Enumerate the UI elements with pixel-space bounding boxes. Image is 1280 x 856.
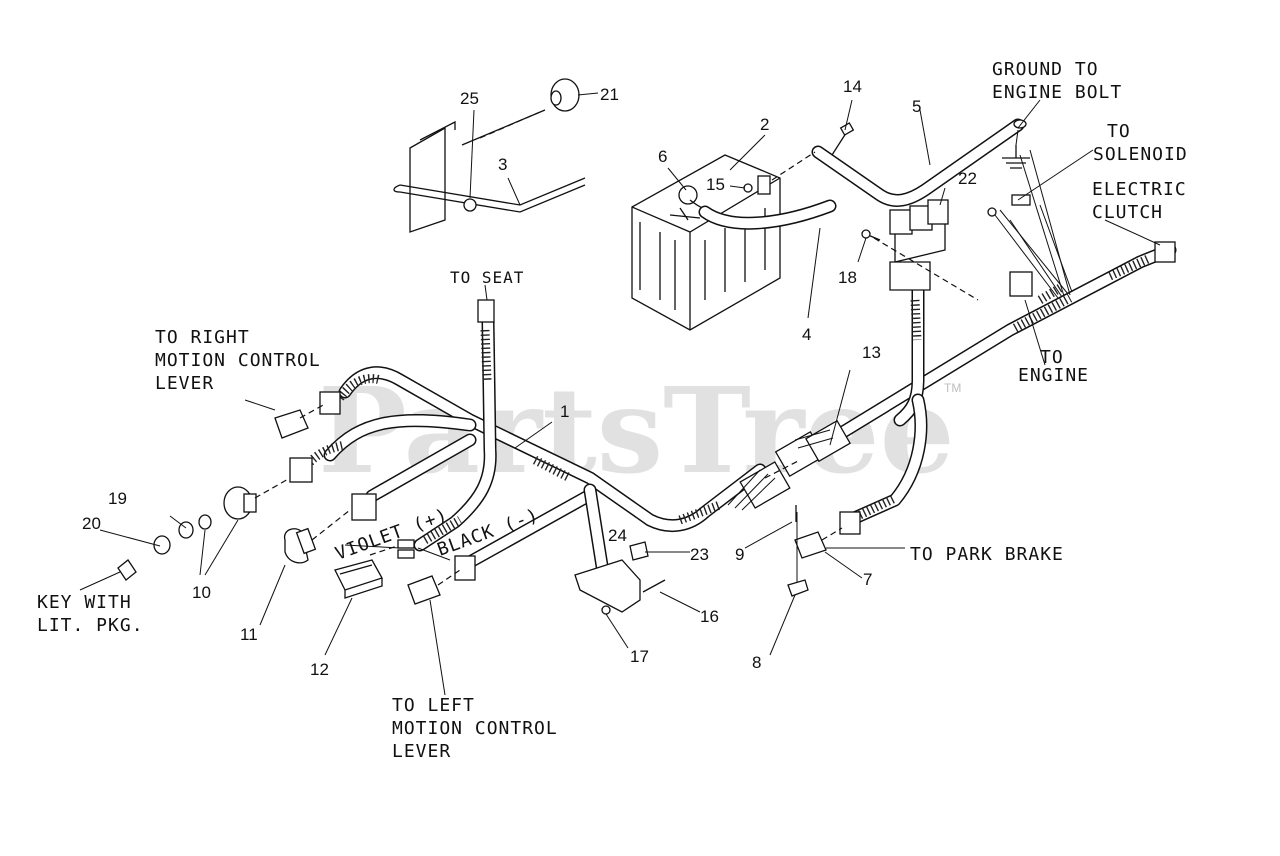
callout-14: 14 xyxy=(843,77,862,96)
label-solenoid-line2: SOLENOID xyxy=(1093,144,1188,165)
callout-9: 9 xyxy=(735,545,744,564)
label-clutch-line1: ELECTRIC xyxy=(1092,179,1187,200)
branch-wires xyxy=(994,149,1073,299)
callout-4: 4 xyxy=(802,325,811,344)
label-left-lever-line2: MOTION CONTROL xyxy=(392,718,558,739)
callout-24: 24 xyxy=(608,526,627,545)
label-park-brake: TO PARK BRAKE xyxy=(910,544,1064,565)
center-connectors xyxy=(727,419,851,511)
callout-3: 3 xyxy=(498,155,507,174)
callout-5: 5 xyxy=(912,97,921,116)
callout-2: 2 xyxy=(760,115,769,134)
label-engine-line1: TO xyxy=(1040,347,1064,368)
hour-meter-connector xyxy=(351,493,377,521)
harness-connectors xyxy=(289,194,1176,581)
callout-22: 22 xyxy=(958,169,977,188)
left-lever-connector xyxy=(454,555,476,581)
leader-lines xyxy=(79,92,1161,696)
park-brake-connector xyxy=(839,511,861,535)
callout-18: 18 xyxy=(838,268,857,287)
callout-15: 15 xyxy=(706,175,725,194)
label-engine-line2: ENGINE xyxy=(1018,365,1089,386)
battery xyxy=(631,154,837,331)
label-key-line1: KEY WITH xyxy=(37,592,132,613)
seat-switch-bracket xyxy=(393,78,586,233)
callout-8: 8 xyxy=(752,653,761,672)
right-lever-connector xyxy=(319,391,341,415)
part-callouts: 1 2 3 4 5 6 7 8 9 10 11 12 13 14 15 16 1… xyxy=(82,77,977,679)
switches xyxy=(117,207,997,615)
callout-16: 16 xyxy=(700,607,719,626)
callout-1: 1 xyxy=(560,402,569,421)
label-key-line2: LIT. PKG. xyxy=(37,615,144,636)
callout-7: 7 xyxy=(863,570,872,589)
ground-symbol xyxy=(1002,129,1030,169)
ignition-connector xyxy=(289,457,313,483)
label-solenoid-line1: TO xyxy=(1107,121,1131,142)
callout-13: 13 xyxy=(862,343,881,362)
callout-17: 17 xyxy=(630,647,649,666)
callout-19: 19 xyxy=(108,489,127,508)
callout-6: 6 xyxy=(658,147,667,166)
relay-assembly xyxy=(861,199,979,301)
label-to-seat: TO SEAT xyxy=(450,268,524,287)
clutch-connector xyxy=(1154,241,1176,263)
engine-connector xyxy=(1009,271,1033,297)
callout-21: 21 xyxy=(600,85,619,104)
label-ground-line2: ENGINE BOLT xyxy=(992,82,1122,103)
battery-bolts xyxy=(743,122,855,193)
label-right-lever-line3: LEVER xyxy=(155,373,214,394)
label-clutch-line2: CLUTCH xyxy=(1092,202,1163,223)
solenoid-terminal xyxy=(1011,194,1031,206)
callout-11: 11 xyxy=(240,625,258,644)
callout-10: 10 xyxy=(192,583,211,602)
label-right-lever-line1: TO RIGHT xyxy=(155,327,250,348)
watermark-trademark: TM xyxy=(944,381,961,395)
callout-25: 25 xyxy=(460,89,479,108)
ground-cable xyxy=(771,118,1027,207)
seat-connector xyxy=(477,299,495,323)
callout-20: 20 xyxy=(82,514,101,533)
callout-12: 12 xyxy=(310,660,329,679)
label-right-lever-line2: MOTION CONTROL xyxy=(155,350,321,371)
label-left-lever-line1: TO LEFT xyxy=(392,695,475,716)
label-left-lever-line3: LEVER xyxy=(392,741,451,762)
label-ground-line1: GROUND TO xyxy=(992,59,1099,80)
callout-23: 23 xyxy=(690,545,709,564)
